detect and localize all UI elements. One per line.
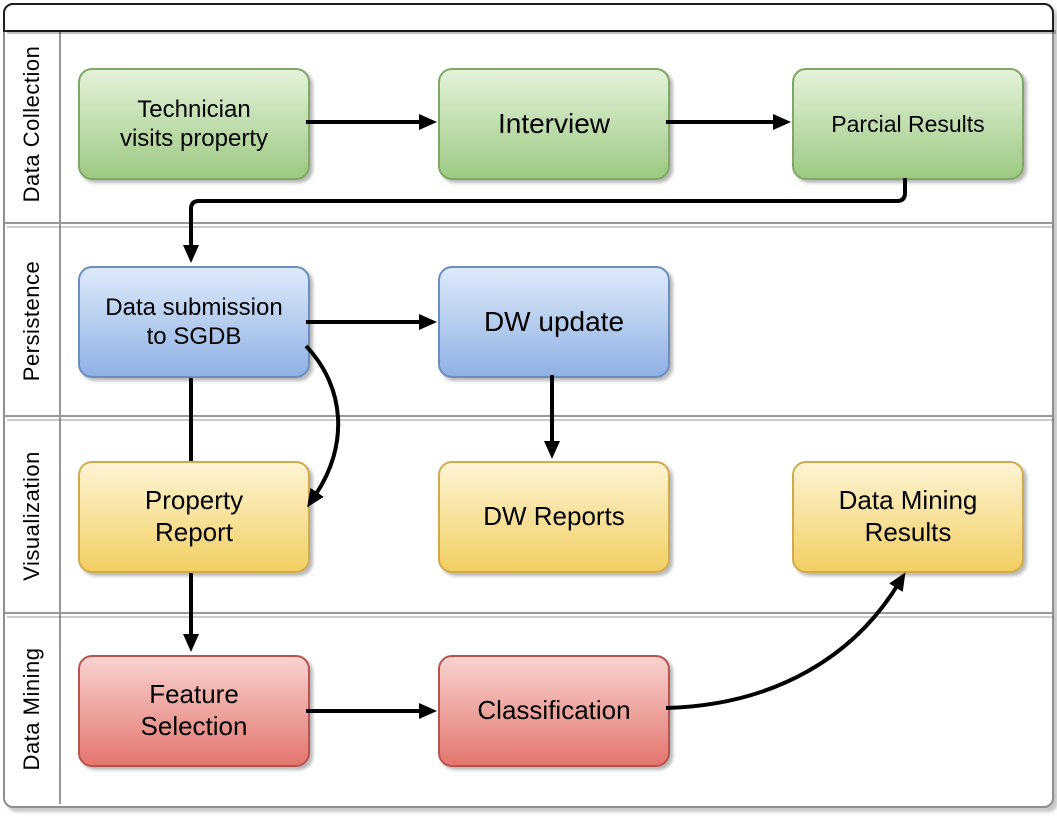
node-dw-reports: DW Reports: [438, 461, 670, 573]
lane-label-cell: Visualization: [5, 417, 61, 614]
lane-label-visualization: Visualization: [19, 450, 44, 581]
node-feature-selection: Feature Selection: [78, 655, 310, 767]
node-label: Feature Selection: [140, 679, 248, 741]
pool-title: [5, 5, 1052, 30]
lane-label-data-mining: Data Mining: [19, 647, 44, 771]
node-classification: Classification: [438, 655, 670, 767]
lane-label-persistence: Persistence: [19, 260, 44, 381]
node-label: Data submission to SGDB: [105, 293, 283, 350]
node-parcial-results: Parcial Results: [792, 68, 1024, 180]
node-interview: Interview: [438, 68, 670, 180]
node-data-submission-to-sgdb: Data submission to SGDB: [78, 266, 310, 378]
node-label: Parcial Results: [831, 110, 985, 137]
lane-data-mining: Data Mining: [5, 612, 1054, 804]
node-dw-update: DW update: [438, 266, 670, 378]
node-label: DW Reports: [483, 501, 625, 532]
lane-visualization: Visualization: [5, 415, 1054, 614]
node-property-report: Property Report: [78, 461, 310, 573]
node-label: Property Report: [144, 485, 244, 547]
node-technician-visits-property: Technician visits property: [78, 68, 310, 180]
node-label: Data Mining Results: [838, 485, 978, 547]
node-label: Technician visits property: [119, 95, 269, 152]
node-label: DW update: [483, 305, 625, 337]
lane-label-cell: Data Mining: [5, 614, 61, 804]
node-label: Interview: [497, 107, 611, 139]
node-data-mining-results: Data Mining Results: [792, 461, 1024, 573]
lane-label-cell: Data Collection: [5, 26, 61, 222]
lane-label-cell: Persistence: [5, 224, 61, 417]
node-label: Classification: [477, 695, 631, 726]
lane-data-collection: Data Collection: [5, 26, 1052, 222]
pool-header: [3, 3, 1056, 34]
lane-label-data-collection: Data Collection: [19, 45, 44, 203]
